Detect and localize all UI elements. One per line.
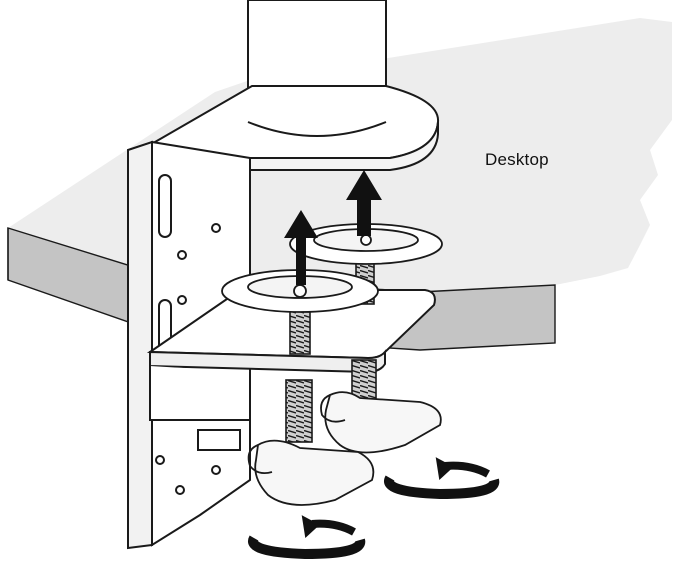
arrow-up-icon (346, 170, 382, 236)
clamp-knob-front (247, 439, 375, 506)
desktop-label: Desktop (485, 150, 549, 169)
clamp-bracket (127, 140, 251, 550)
rotate-arrow-icon (248, 515, 366, 560)
rotate-arrow-icon (384, 457, 500, 500)
pressure-disc-back (289, 223, 443, 265)
arrow-up-icon (284, 210, 318, 285)
clamp-knob-back (320, 391, 442, 454)
